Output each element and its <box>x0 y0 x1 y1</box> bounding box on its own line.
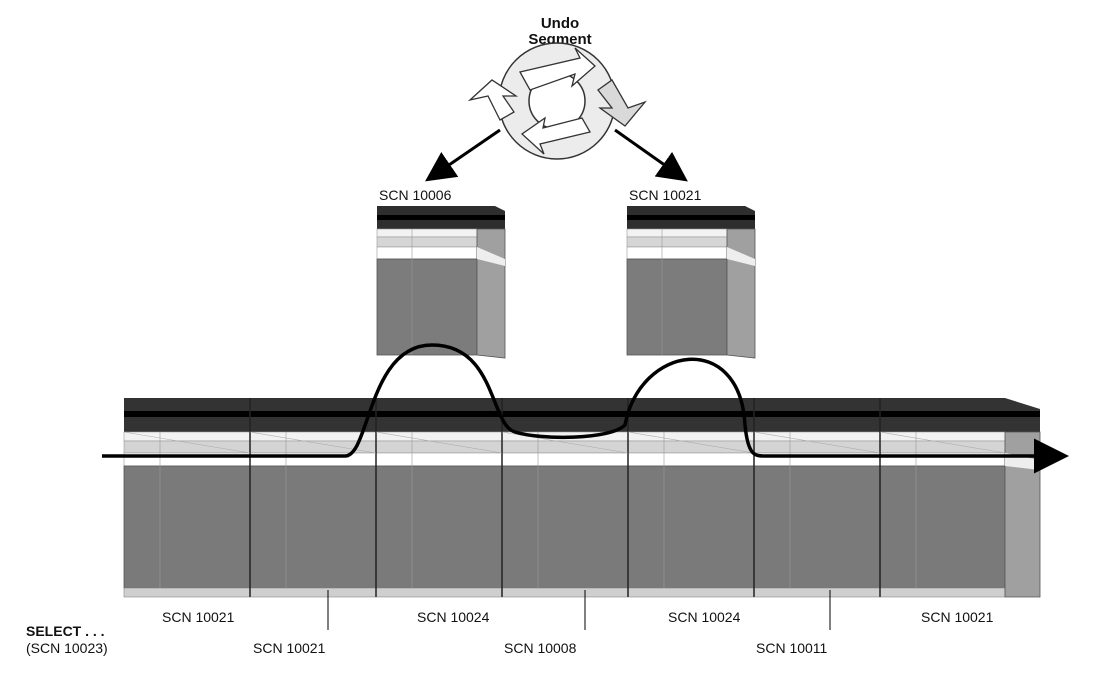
timeline-scn-label: SCN 10021 <box>253 640 326 656</box>
query-select-label: SELECT . . . <box>26 623 105 639</box>
query-scn-label: (SCN 10023) <box>26 640 108 656</box>
undo-block-2 <box>626 206 756 359</box>
timeline-scn-label: SCN 10024 <box>668 609 741 625</box>
undo-arrow-right <box>614 128 688 182</box>
undo-block-1-scn: SCN 10006 <box>379 187 452 203</box>
undo-arrow-left <box>425 128 501 182</box>
undo-block-2-scn: SCN 10021 <box>629 187 702 203</box>
timeline-scn-label: SCN 10021 <box>162 609 235 625</box>
undo-segment-cycle-icon <box>467 42 648 160</box>
undo-segment-title-line1: Undo <box>541 15 579 32</box>
timeline-scn-label: SCN 10011 <box>756 640 828 656</box>
data-block-row <box>123 398 1041 598</box>
undo-block-1 <box>376 206 506 359</box>
timeline-scn-label: SCN 10021 <box>921 609 994 625</box>
timeline-scn-label: SCN 10024 <box>417 609 490 625</box>
query-read-path <box>102 343 1069 474</box>
timeline-scn-label: SCN 10008 <box>504 640 577 656</box>
